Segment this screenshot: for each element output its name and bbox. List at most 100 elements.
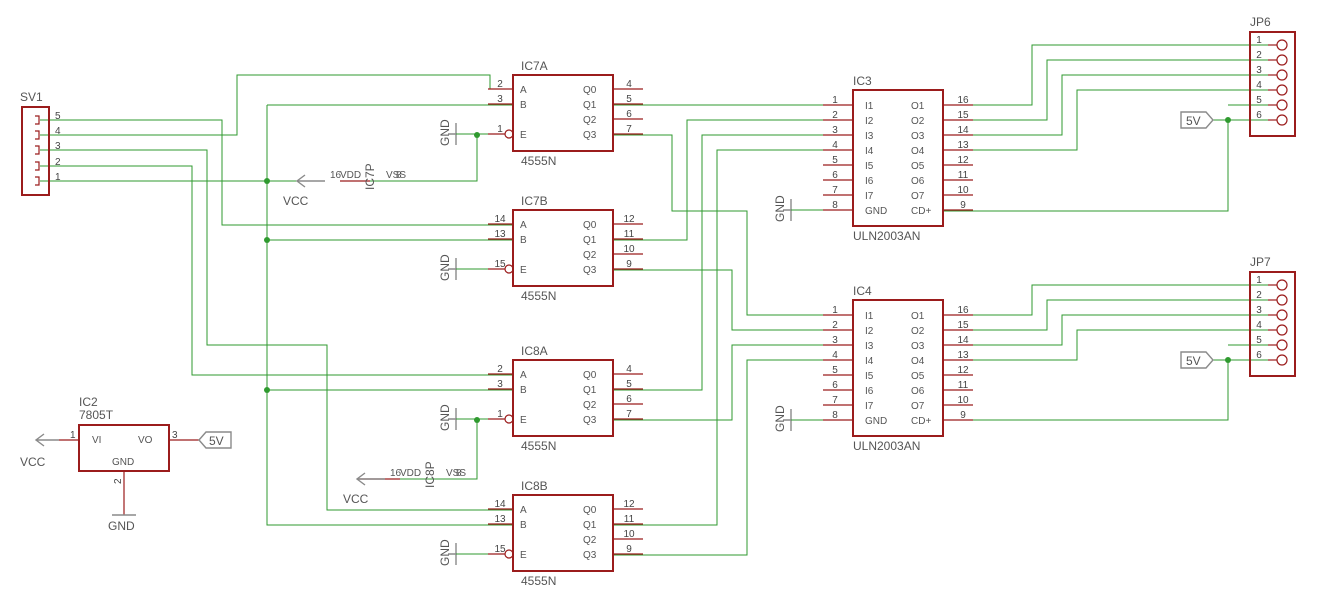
supply-vcc-label: VCC (343, 492, 369, 506)
pin-name: E (520, 130, 527, 141)
header-name: JP6 (1250, 15, 1271, 29)
pin-number: 13 (957, 350, 969, 361)
pin-name: GND (865, 416, 887, 427)
pin-number: 6 (1256, 350, 1262, 361)
pin-name: I6 (865, 386, 874, 397)
inverter-bubble (504, 549, 514, 559)
pin-number: 9 (626, 544, 632, 555)
pin-number: 9 (960, 200, 966, 211)
sv1-connector: SV1 5 4 3 2 1 (20, 90, 61, 196)
pin-number: 10 (957, 395, 969, 406)
pin-number: 12 (623, 499, 635, 510)
pin-number: 9 (960, 410, 966, 421)
pin-name: B (520, 235, 527, 246)
sv1-pin-num: 4 (55, 126, 61, 137)
supply-gnd-label: GND (438, 539, 452, 566)
pin-name: B (520, 385, 527, 396)
chip-body (512, 209, 614, 287)
pin-name: O7 (911, 191, 925, 202)
chip-value: 4555N (521, 439, 556, 453)
pin-number: 4 (832, 140, 838, 151)
pin-number: 3 (832, 335, 838, 346)
pin-number: 13 (494, 514, 506, 525)
pin-name: Q0 (583, 370, 597, 381)
header-pin-pad (1276, 39, 1288, 51)
pin-number: 1 (832, 95, 838, 106)
ic7p-power-unit: 16 VDD VSS 8 IC7P VCC (283, 163, 406, 208)
pin-number: 15 (494, 544, 506, 555)
pin-number: 2 (497, 364, 503, 375)
pin-name: Q2 (583, 115, 597, 126)
header-pin-pad (1276, 69, 1288, 81)
pin-name: I3 (865, 131, 874, 142)
pin-number: 10 (623, 244, 635, 255)
pin-number: 16 (957, 95, 969, 106)
pin-number: 4 (1256, 320, 1262, 331)
header-body (1249, 271, 1296, 377)
pin-number: 5 (626, 379, 632, 390)
header-pin-pad (1276, 99, 1288, 111)
supply-vcc-label: VCC (20, 455, 46, 469)
pin-name: GND (865, 206, 887, 217)
pin-name: Q0 (583, 85, 597, 96)
pin-name: O5 (911, 161, 925, 172)
pin-number: 15 (957, 110, 969, 121)
jp7-5v-flag: 5V (1180, 351, 1214, 369)
pin-name: A (520, 370, 527, 381)
chip-name: IC8B (521, 479, 548, 493)
pin-name: I1 (865, 101, 874, 112)
pin-name: O7 (911, 401, 925, 412)
pin-number: 14 (957, 335, 969, 346)
pin-name: I5 (865, 161, 874, 172)
pin-name: O3 (911, 131, 925, 142)
pin-number: 5 (832, 155, 838, 166)
ic2-regulator: IC2 7805T VI VO GND 1 3 2 VCC 5V GND (20, 395, 232, 533)
pin-name: I3 (865, 341, 874, 352)
ic2-value: 7805T (79, 408, 114, 422)
pin-name: A (520, 505, 527, 516)
pin-number: 6 (626, 109, 632, 120)
sv1-pin-num: 1 (55, 172, 61, 183)
ic8p-vss: VSS (446, 468, 466, 479)
ic8p-name: IC8P (423, 461, 437, 488)
inverter-bubble (504, 414, 514, 424)
ic2-gnd: GND (112, 457, 134, 468)
pin-number: 3 (1256, 305, 1262, 316)
ic8p-vss-pin: 8 (456, 468, 462, 479)
pin-name: I2 (865, 116, 874, 127)
pin-number: 1 (497, 124, 503, 135)
pin-number: 2 (1256, 290, 1262, 301)
ic8p-power-unit: 16 VDD VSS 8 IC8P VCC (343, 461, 466, 506)
pin-name: I2 (865, 326, 874, 337)
pin-number: 3 (1256, 65, 1262, 76)
pin-name: Q1 (583, 235, 597, 246)
pin-number: 13 (957, 140, 969, 151)
header-pin-pad (1276, 309, 1288, 321)
pin-name: E (520, 415, 527, 426)
header-pin-pad (1276, 324, 1288, 336)
ic7p-vdd: VDD (340, 170, 361, 181)
pin-name: O3 (911, 341, 925, 352)
header-pin-pad (1276, 114, 1288, 126)
pin-name: I7 (865, 191, 874, 202)
ic7p-vdd-pin: 16 (330, 170, 342, 181)
supply-gnd-label: GND (438, 404, 452, 431)
pin-name: Q2 (583, 400, 597, 411)
pin-name: Q1 (583, 385, 597, 396)
pin-number: 10 (957, 185, 969, 196)
pin-name: O4 (911, 356, 925, 367)
pin-number: 16 (957, 305, 969, 316)
header-pin-pad (1276, 339, 1288, 351)
pin-name: I4 (865, 146, 874, 157)
ic8p-vdd-pin: 16 (390, 468, 402, 479)
sv1-pin-num: 2 (55, 157, 61, 168)
pin-name: O1 (911, 101, 925, 112)
header-pin-pad (1276, 84, 1288, 96)
chip-name: IC7B (521, 194, 548, 208)
pin-number: 13 (494, 229, 506, 240)
inverter-bubble (504, 264, 514, 274)
pin-number: 7 (832, 185, 838, 196)
pin-number: 11 (624, 229, 635, 240)
sv1-pin-num: 3 (55, 141, 61, 152)
pin-name: Q3 (583, 550, 597, 561)
